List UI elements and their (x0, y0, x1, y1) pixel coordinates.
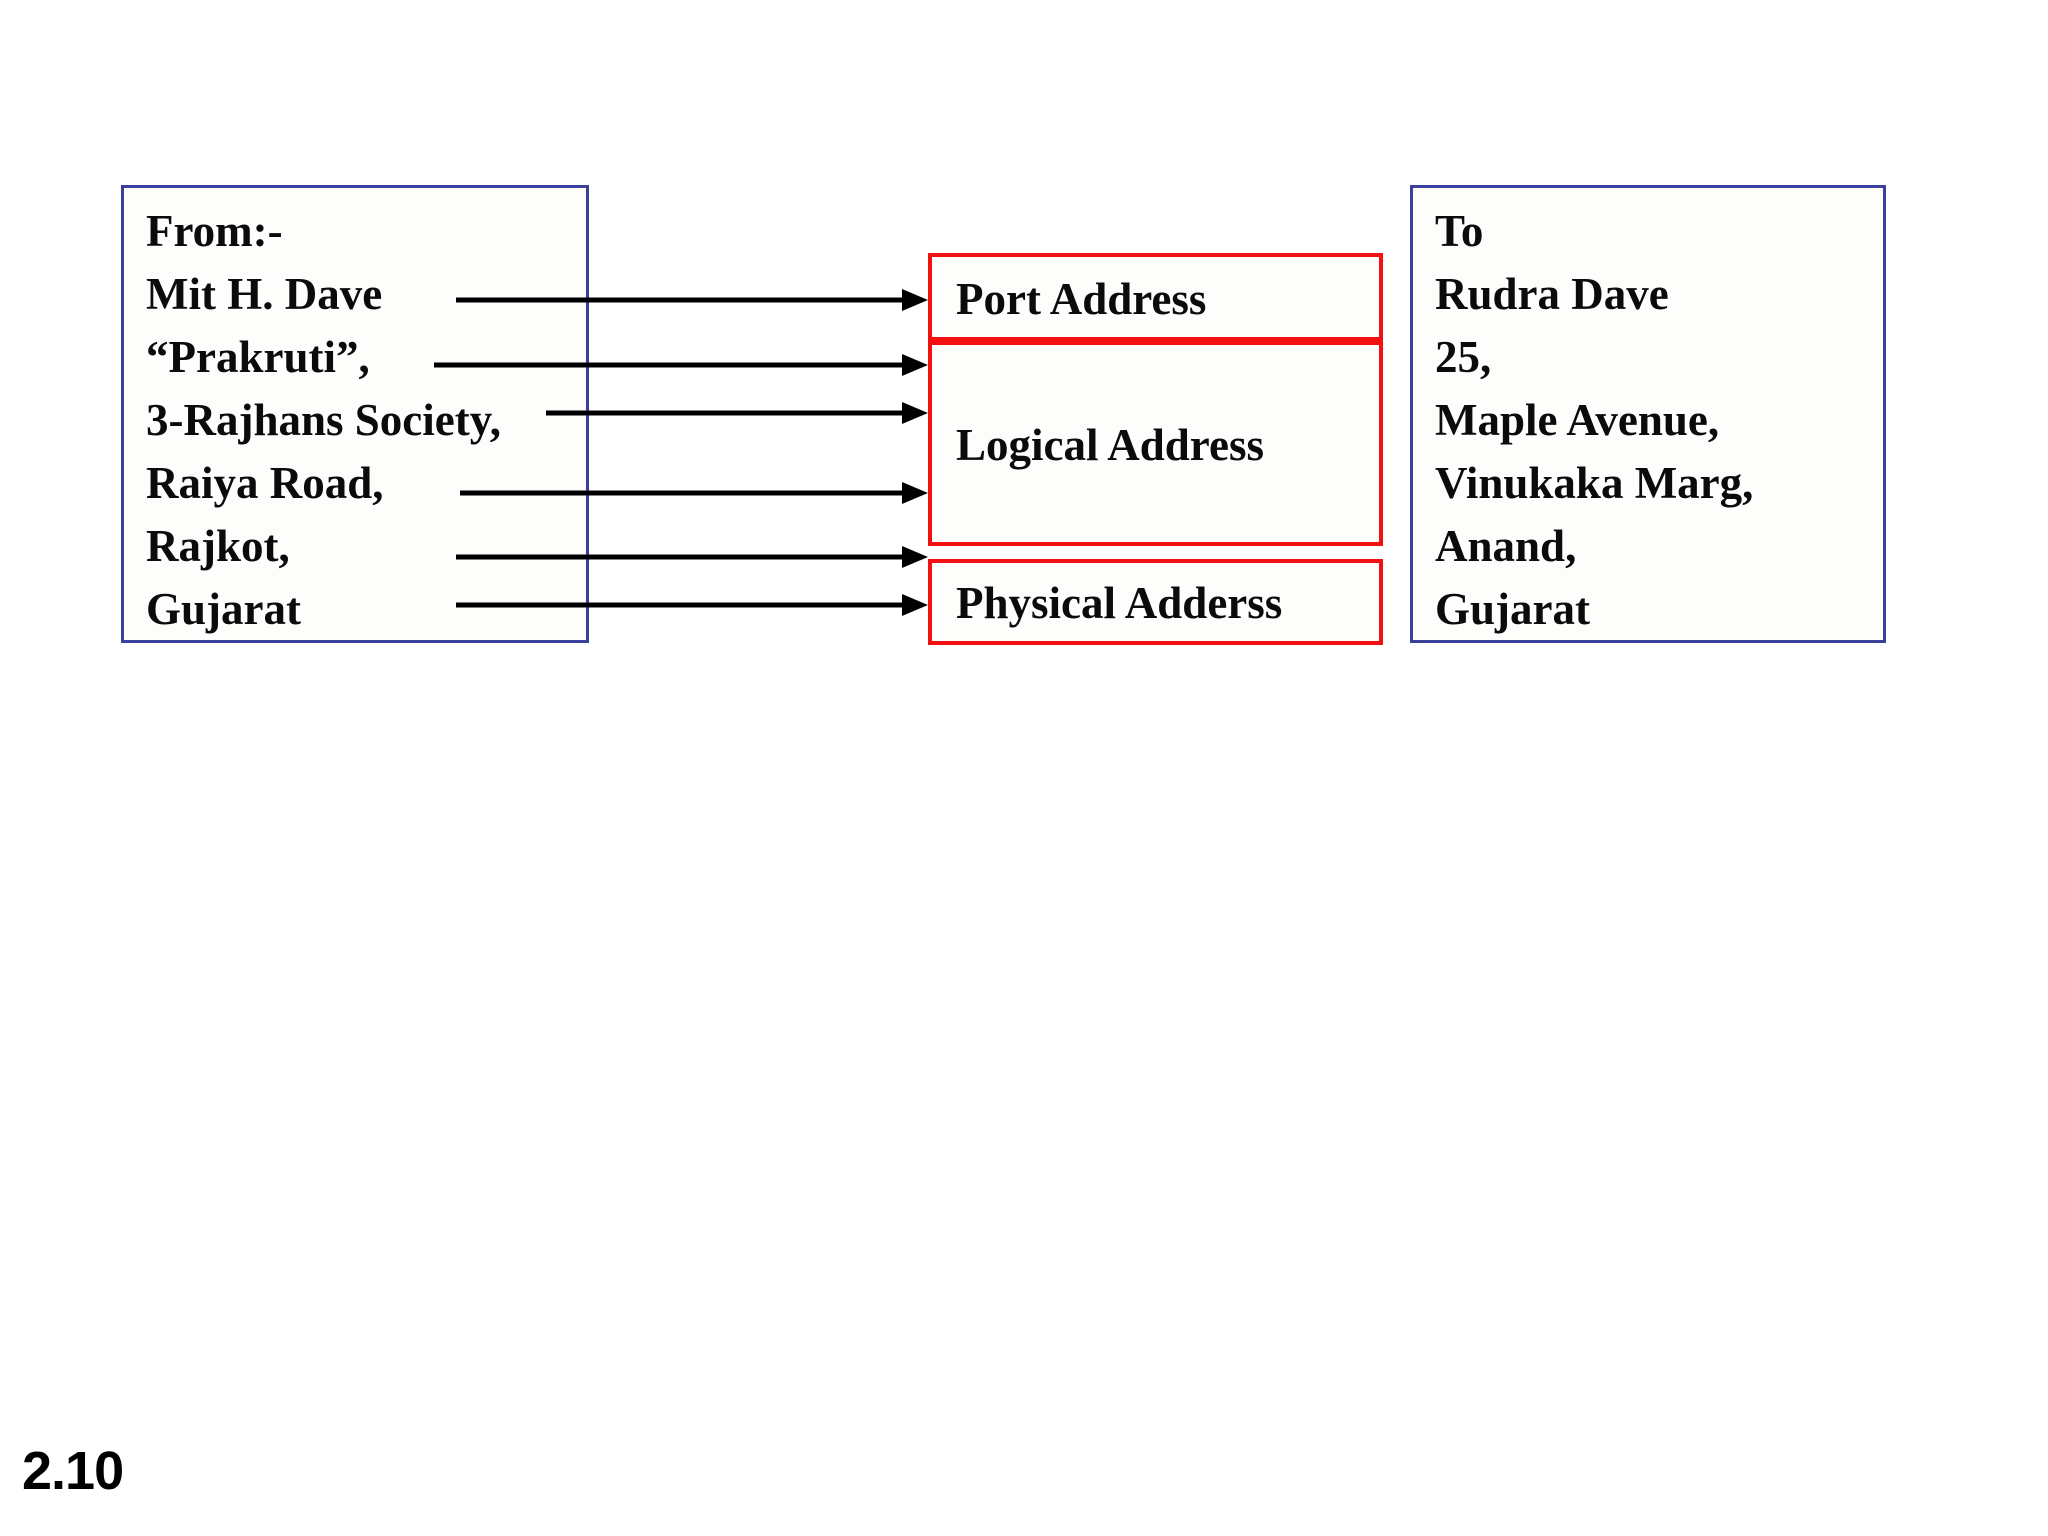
to-line-name: Rudra Dave (1435, 269, 1669, 319)
port-address-label: Port Address (956, 274, 1207, 324)
to-line-number: 25, (1435, 332, 1492, 382)
port-address-box: Port Address (928, 253, 1383, 341)
physical-address-label: Physical Adderss (956, 578, 1283, 628)
arrow-3-icon (546, 402, 928, 424)
from-line-city: Rajkot, (146, 521, 290, 571)
logical-address-label: Logical Address (956, 420, 1264, 470)
from-line-house: “Prakruti”, (146, 332, 370, 382)
to-line-label: To (1435, 206, 1484, 256)
slide-number: 2.10 (22, 1441, 124, 1501)
from-address-lines: From:- Mit H. Dave “Prakruti”, 3-Rajhans… (146, 200, 582, 641)
to-address-panel: To Rudra Dave 25, Maple Avenue, Vinukaka… (1410, 185, 1886, 643)
logical-address-box: Logical Address (928, 341, 1383, 546)
from-line-state: Gujarat (146, 584, 301, 634)
to-line-street: Maple Avenue, (1435, 395, 1720, 445)
from-address-panel: From:- Mit H. Dave “Prakruti”, 3-Rajhans… (121, 185, 589, 643)
from-line-road: Raiya Road, (146, 458, 384, 508)
to-line-city: Anand, (1435, 521, 1577, 571)
to-line-marg: Vinukaka Marg, (1435, 458, 1754, 508)
from-line-name: Mit H. Dave (146, 269, 383, 319)
from-line-label: From:- (146, 206, 283, 256)
from-line-society: 3-Rajhans Society, (146, 395, 502, 445)
physical-address-box: Physical Adderss (928, 559, 1383, 645)
to-address-lines: To Rudra Dave 25, Maple Avenue, Vinukaka… (1435, 200, 1879, 641)
to-line-state: Gujarat (1435, 584, 1590, 634)
